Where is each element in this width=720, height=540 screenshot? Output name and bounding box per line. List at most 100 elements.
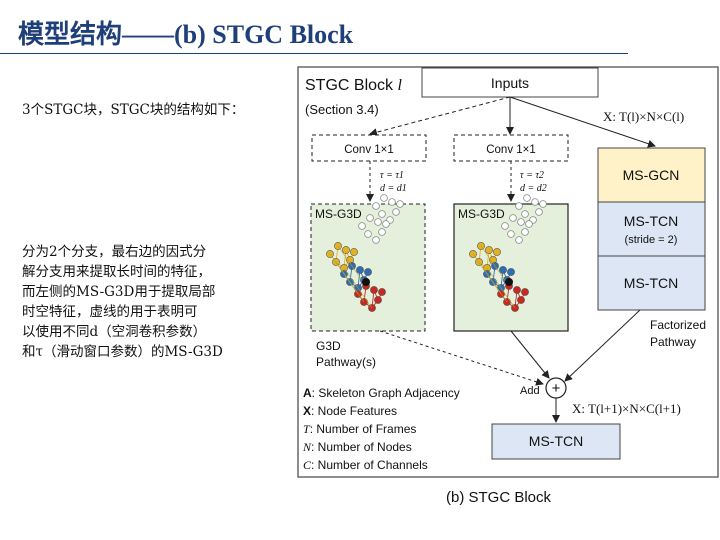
graph-edge xyxy=(343,273,359,295)
graph-node xyxy=(364,230,372,238)
graph-node xyxy=(374,218,382,226)
legend-item: N: Number of Nodes xyxy=(302,440,412,454)
graph-edge xyxy=(486,267,502,289)
legend-item: T: Number of Frames xyxy=(303,422,416,436)
conv-right-box xyxy=(453,134,569,162)
graph-edge xyxy=(480,245,496,267)
ms-tcn-output-box xyxy=(491,423,621,460)
graph-node xyxy=(515,236,523,244)
inputs-label: Inputs xyxy=(491,75,529,91)
graph-node xyxy=(535,208,543,216)
msg3d-right-box xyxy=(453,203,569,332)
graph-node xyxy=(380,194,388,202)
msg3d-left-label: MS-G3D xyxy=(315,207,362,221)
graph-node xyxy=(362,278,370,286)
msg3d-right-label: MS-G3D xyxy=(458,207,505,221)
graph-node xyxy=(358,222,366,230)
graph-node xyxy=(513,286,521,294)
legend-item: C: Number of Channels xyxy=(303,458,428,472)
graph-edge xyxy=(357,287,373,309)
conv-left-box xyxy=(311,134,427,162)
tau-left: τ = τ1 xyxy=(380,170,404,181)
graph-node xyxy=(515,202,523,210)
arrow-inputs-gcn xyxy=(509,96,656,148)
graph-node xyxy=(517,296,525,304)
graph-node xyxy=(350,248,358,256)
add-symbol: + xyxy=(552,380,561,397)
graph-node xyxy=(507,230,515,238)
slide-title: 模型结构——(b) STGC Block xyxy=(18,20,354,49)
section-ref: (Section 3.4) xyxy=(305,102,379,117)
description-line: 以使用不同d（空洞卷积参数） xyxy=(22,324,207,340)
graph-node xyxy=(493,248,501,256)
inputs-box xyxy=(421,67,599,98)
arrow-inputs-conv-left xyxy=(369,96,511,137)
ms-tcn-stride-box xyxy=(597,201,706,257)
legend-item: X: Node Features xyxy=(303,404,397,418)
graph-edge xyxy=(492,281,508,303)
description-line: 而左侧的MS-G3D用于提取局部 xyxy=(22,284,216,300)
msg3d-left-box xyxy=(310,203,426,332)
graph-node xyxy=(396,200,404,208)
output-shape: X: T(l+1)×N×C(l+1) xyxy=(572,401,681,416)
graph-illustration-left xyxy=(326,194,404,312)
ms-tcn-box xyxy=(597,255,706,311)
ms-gcn-label: MS-GCN xyxy=(623,167,680,183)
graph-edge xyxy=(349,281,365,303)
d-right: d = d2 xyxy=(520,183,547,194)
graph-edge xyxy=(486,273,502,295)
graph-node xyxy=(388,198,396,206)
graph-node xyxy=(372,236,380,244)
graph-node xyxy=(499,266,507,274)
arrow-factorized-add xyxy=(564,309,641,382)
graph-node xyxy=(531,198,539,206)
legend: A: Skeleton Graph Adjacency X: Node Feat… xyxy=(302,386,460,472)
graph-node xyxy=(485,246,493,254)
graph-node xyxy=(521,228,529,236)
factorized-line2: Pathway xyxy=(650,335,696,349)
arrow-g3d-right-add xyxy=(510,330,550,379)
graph-illustration-right xyxy=(469,194,547,312)
factorized-line1: Factorized xyxy=(650,318,706,332)
graph-node xyxy=(378,210,386,218)
input-shape: X: T(l)×N×C(l) xyxy=(603,109,684,124)
ms-tcn-label: MS-TCN xyxy=(624,275,678,291)
graph-node xyxy=(539,200,547,208)
graph-node xyxy=(517,218,525,226)
graph-edge xyxy=(329,253,345,275)
graph-node xyxy=(364,268,372,276)
graph-node xyxy=(392,208,400,216)
block-title: STGC Block l xyxy=(305,77,402,94)
graph-node xyxy=(521,288,529,296)
graph-edge xyxy=(472,253,488,275)
description-line: 和τ（滑动窗口参数）的MS-G3D xyxy=(22,344,223,360)
graph-node xyxy=(501,222,509,230)
tau-right: τ = τ2 xyxy=(520,170,544,181)
arrow-g3d-left-add xyxy=(379,330,544,386)
graph-node xyxy=(525,220,533,228)
graph-node xyxy=(509,214,517,222)
g3d-pathway-line1: G3D xyxy=(316,339,341,353)
description-line: 时空特征，虚线的用于表明可 xyxy=(22,304,198,320)
figure-caption: (b) STGC Block xyxy=(446,489,552,506)
graph-node xyxy=(507,268,515,276)
ms-tcn-stride-sub: (stride = 2) xyxy=(625,234,678,246)
description-line: 解分支用来提取长时间的特征， xyxy=(22,264,211,280)
graph-node xyxy=(356,266,364,274)
graph-node xyxy=(378,228,386,236)
intro-text: 3个STGC块，STGC块的结构如下： xyxy=(22,102,245,118)
graph-node xyxy=(372,202,380,210)
ms-tcn-stride-label: MS-TCN xyxy=(624,213,678,229)
conv-right-label: Conv 1×1 xyxy=(486,144,536,156)
graph-node xyxy=(378,288,386,296)
title-divider xyxy=(0,53,628,54)
graph-edge xyxy=(337,245,353,267)
conv-left-label: Conv 1×1 xyxy=(344,144,394,156)
description-text: 分为2个分支，最右边的因式分 解分支用来提取长时间的特征， 而左侧的MS-G3D… xyxy=(22,242,284,362)
ms-tcn-output-label: MS-TCN xyxy=(529,433,583,449)
graph-edge xyxy=(335,261,351,283)
description-line: 分为2个分支，最右边的因式分 xyxy=(22,244,207,260)
graph-node xyxy=(366,214,374,222)
graph-node xyxy=(521,210,529,218)
